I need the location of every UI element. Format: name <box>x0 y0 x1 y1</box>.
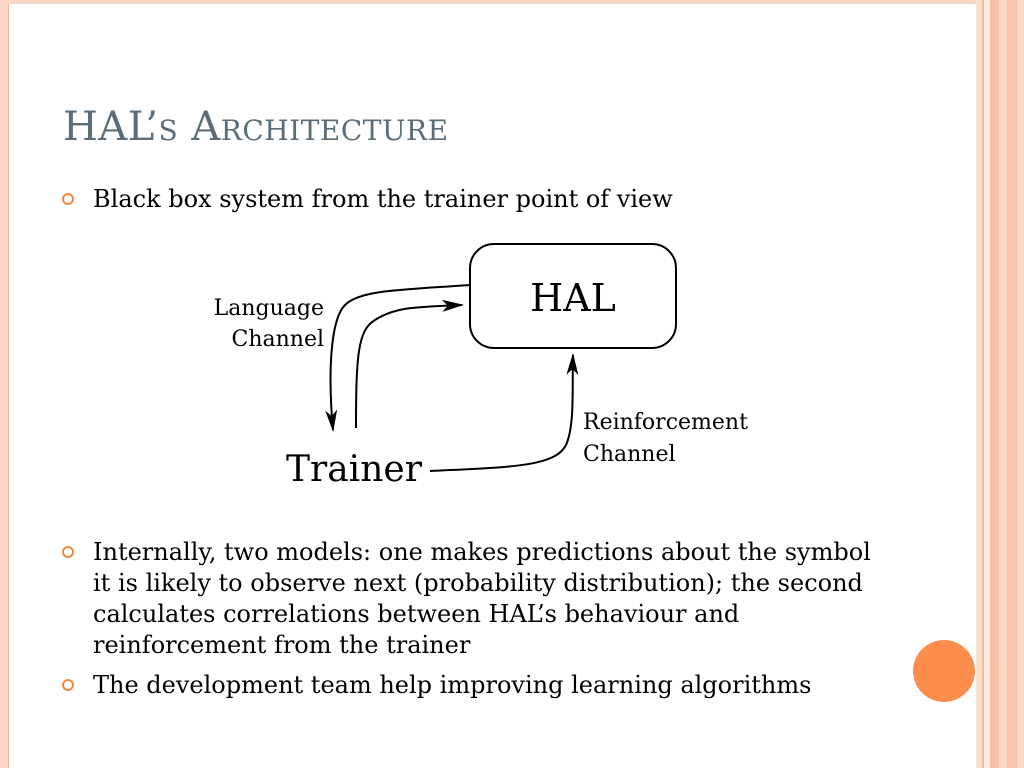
bullet-item: The development team help improving lear… <box>62 670 882 701</box>
slide-title: HAL’s Architecture <box>63 104 449 150</box>
reinforcement-channel-arrow <box>429 353 579 472</box>
language-channel-arrow-up <box>355 299 464 429</box>
bullet-marker-icon <box>62 679 74 691</box>
bullet-marker-icon <box>62 546 74 558</box>
bullet-item: Internally, two models: one makes predic… <box>62 537 882 661</box>
bullet-marker-icon <box>62 193 74 205</box>
hal-label: HAL <box>530 276 616 320</box>
bullet-text: The development team help improving lear… <box>93 671 812 699</box>
trainer-label: Trainer <box>286 449 423 490</box>
bullet-text: Black box system from the trainer point … <box>93 185 673 213</box>
left-edge-decoration <box>0 0 9 768</box>
language-channel-label-line-1: Language <box>214 296 324 321</box>
hal-architecture-diagram: HAL Language Channel Reinforcement Chann… <box>214 243 748 490</box>
bullet-item: Black box system from the trainer point … <box>62 184 882 215</box>
language-channel-label-line-2: Channel <box>231 327 324 352</box>
reinforcement-channel-label-line-2: Channel <box>583 442 676 467</box>
top-edge-decoration <box>0 0 1024 4</box>
bullet-text: Internally, two models: one makes predic… <box>93 538 871 659</box>
hal-box <box>469 243 677 349</box>
decorative-circle <box>913 640 975 702</box>
reinforcement-channel-label-line-1: Reinforcement <box>583 410 748 435</box>
language-channel-arrow-down <box>325 284 471 432</box>
